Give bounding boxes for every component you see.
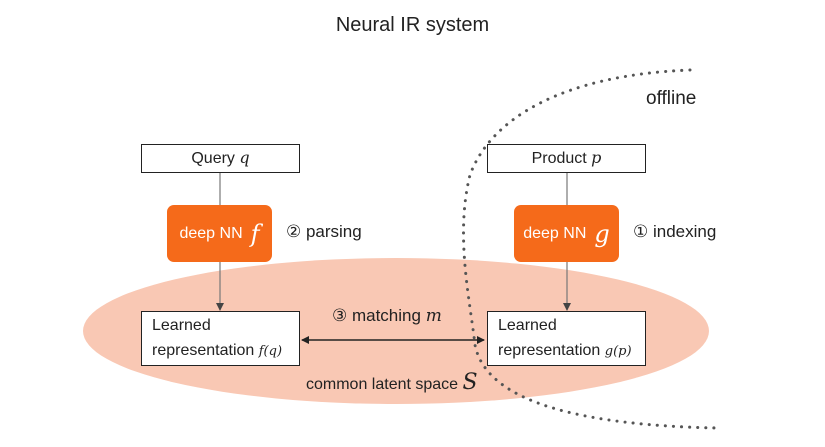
rep-left-line2: representation [152, 342, 255, 359]
query-var: q [239, 148, 250, 167]
step-matching-label: ③ matching m [332, 306, 442, 326]
deep-nn-f-label: deep NN [179, 224, 243, 242]
offline-label: offline [646, 88, 697, 109]
rep-left-line1: Learned [152, 317, 211, 334]
step-parsing-label: ② parsing [286, 222, 362, 241]
step-indexing-label: ① indexing [633, 222, 717, 241]
deep-nn-f-var: f [250, 219, 260, 248]
product-label: Product [531, 150, 587, 167]
query-label: Query [191, 150, 235, 167]
deep-nn-g-label: deep NN [523, 224, 587, 242]
representation-right-box: Learned representation g(p) [487, 311, 646, 366]
query-box: Query q [141, 144, 300, 173]
rep-right-line2: representation [498, 342, 601, 359]
diagram-title: Neural IR system [335, 14, 490, 36]
latent-space-var: S [462, 370, 478, 395]
rep-right-math: g(p) [604, 344, 632, 359]
latent-space-ellipse [83, 258, 709, 404]
product-box: Product p [487, 144, 646, 173]
product-var: p [591, 148, 602, 167]
representation-left-box: Learned representation f(q) [141, 311, 300, 366]
offline-boundary-curve [462, 68, 720, 430]
deep-nn-g-box: deep NN g [514, 205, 619, 262]
rep-left-math: f(q) [258, 344, 283, 359]
step-matching-text: ③ matching [332, 306, 421, 325]
deep-nn-g-var: g [594, 219, 610, 248]
rep-right-line1: Learned [498, 317, 557, 334]
latent-space-label: common latent space S [306, 370, 478, 395]
deep-nn-f-box: deep NN f [167, 205, 272, 262]
step-matching-var: m [425, 306, 442, 326]
latent-space-text: common latent space [306, 376, 459, 393]
